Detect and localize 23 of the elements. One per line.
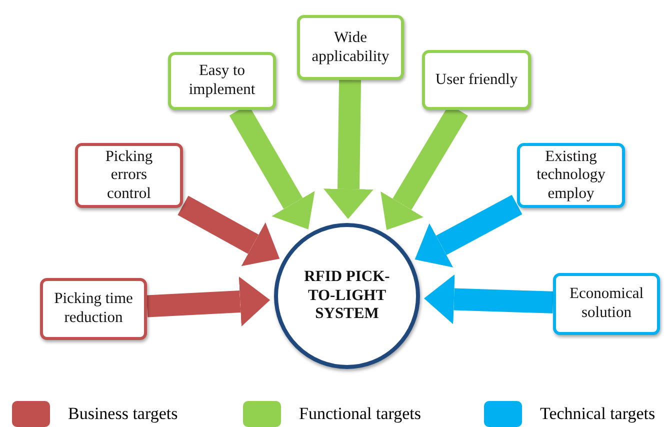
legend-label: Business targets [68,404,178,424]
block-arrow [414,194,522,268]
target-box [75,143,183,208]
node-text: Economical solution [568,285,645,323]
node-text: User friendly [434,70,519,90]
node-text: Existing technology employ [536,148,606,204]
target-box [553,273,660,335]
target-box [168,52,276,110]
block-arrow [324,80,374,219]
node-text: Picking time reduction [53,290,134,328]
node-text: Picking errors control [104,148,154,204]
node-text: Easy to implement [188,62,256,100]
legend-label: Technical targets [540,404,656,424]
block-arrow [178,196,280,266]
block-arrow [424,274,554,324]
node-text: RFID PICK-TO-LIGHT SYSTEM [303,268,391,324]
target-box [40,278,147,340]
node-text: Wide applicability [310,28,390,66]
block-arrow [146,276,270,326]
target-box [517,143,625,208]
target-box [422,50,531,110]
target-box [297,15,404,80]
legend-label: Functional targets [299,404,421,424]
